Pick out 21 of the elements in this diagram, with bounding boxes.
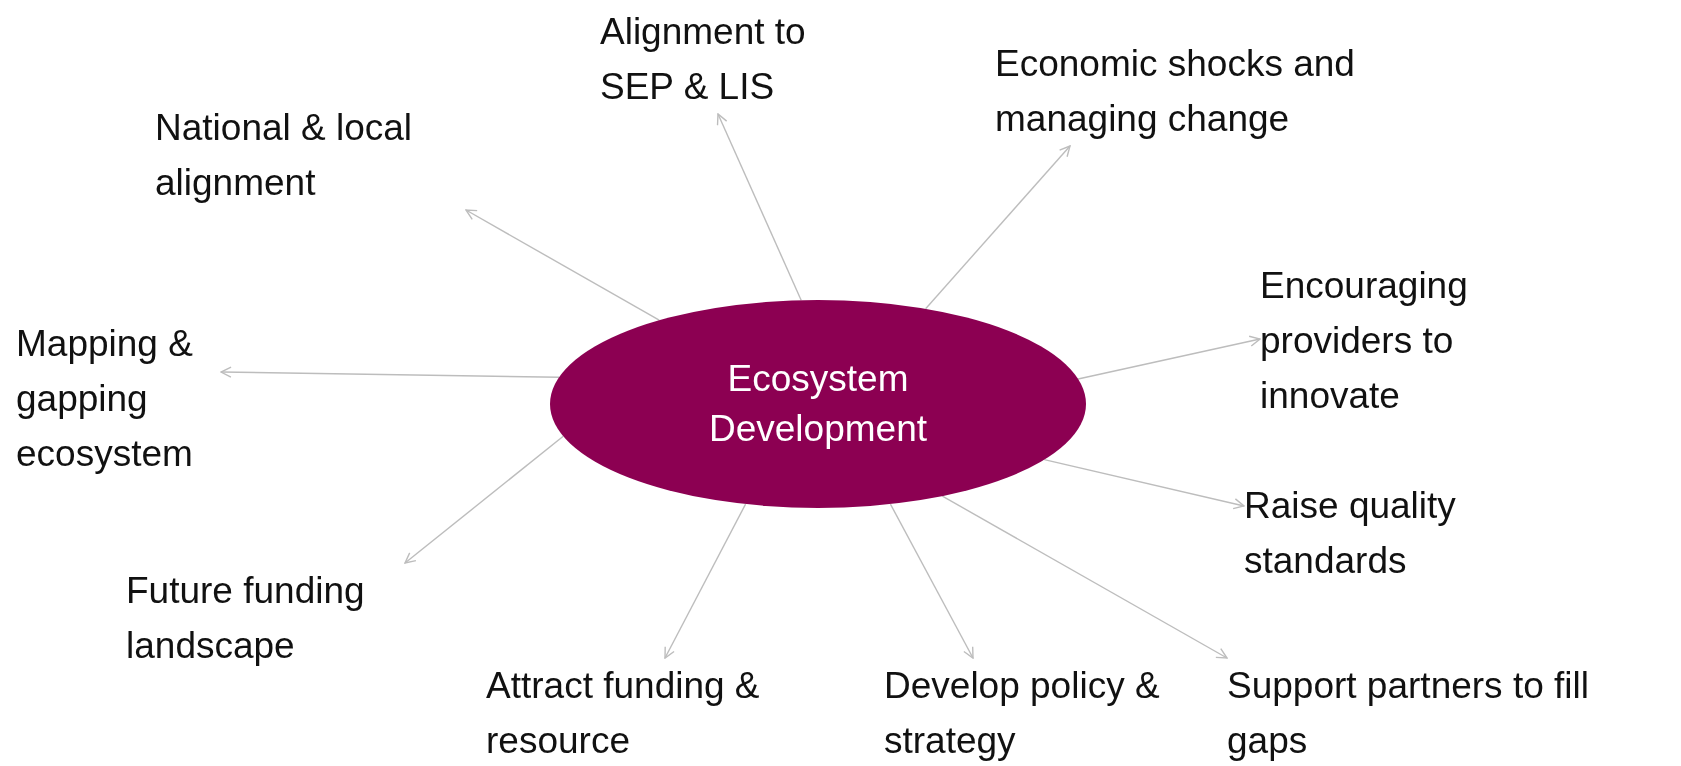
arrow <box>889 503 974 659</box>
topic-label: Alignment to SEP & LIS <box>600 10 807 109</box>
topic-label: Develop policy & strategy <box>884 664 1161 763</box>
topic-label: Economic shocks and managing change <box>995 42 1356 141</box>
topic-label: National & local alignment <box>155 106 414 205</box>
arrow <box>1077 335 1261 380</box>
arrow <box>465 209 660 321</box>
topic-label: Support partners to fill gaps <box>1227 664 1590 763</box>
arrow <box>924 145 1071 310</box>
arrow <box>664 503 747 659</box>
center-label: Ecosystem Development <box>708 357 928 451</box>
topic-label: Future funding landscape <box>126 569 366 668</box>
arrow <box>941 495 1228 659</box>
topic-label: Attract funding & resource <box>486 664 761 763</box>
topic-label: Mapping & gapping ecosystem <box>16 322 194 476</box>
arrow <box>1043 459 1245 510</box>
topic-label: Encouraging providers to innovate <box>1260 264 1469 418</box>
arrow <box>404 435 564 564</box>
topic-label: Raise quality standards <box>1244 484 1457 583</box>
arrow <box>220 366 560 378</box>
arrow <box>716 113 802 301</box>
